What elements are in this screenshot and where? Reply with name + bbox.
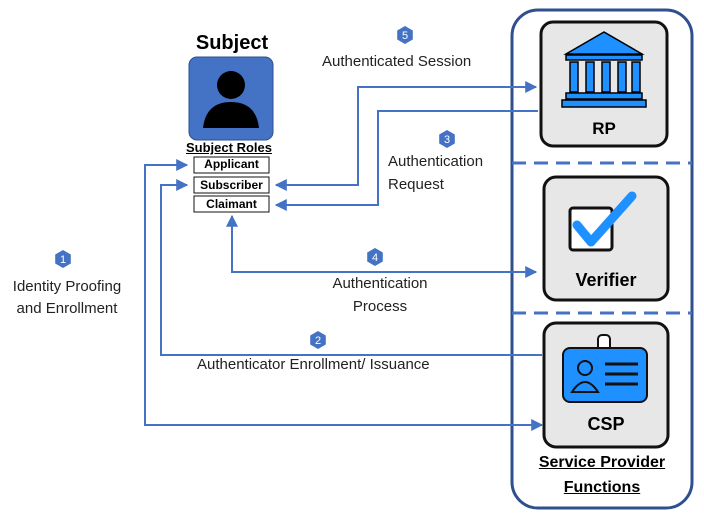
flow-4-label-line1: Authentication [332,275,428,292]
step-badge-4-number: 4 [372,252,378,264]
role-subscriber: Subscriber [200,178,263,192]
step-badge-2 [310,331,326,349]
flow-5-label: Authenticated Session [322,53,472,70]
flow-1-label-line2: and Enrollment [16,300,118,317]
flow-3-label-line1: Authentication [388,153,484,170]
person-icon [203,71,259,128]
bank-icon [561,31,647,108]
subject-avatar [188,56,274,141]
csp-label: CSP [587,414,625,434]
step-badge-5-number: 5 [402,30,408,42]
flow-3-label-line2: Request [388,176,444,193]
rp-label: RP [592,119,616,138]
arrow-authenticated-session [274,81,538,191]
subject-title: Subject [195,32,269,54]
rp-box [539,20,669,148]
checkbox-check-icon [568,191,637,252]
arrow-authenticator-enrollment [160,179,542,356]
arrow-identity-proofing [144,159,544,431]
step-badge-5 [397,26,413,44]
flow-4-label-line2: Process [352,298,408,315]
flow-1-label-line1: Identity Proofing [12,278,122,295]
step-badge-3-number: 3 [444,134,450,146]
service-provider-label-line2: Functions [563,479,641,496]
verifier-label: Verifier [575,270,637,290]
csp-box [542,321,670,449]
subject-roles-title: Subject Roles [186,140,272,155]
step-badge-1 [55,250,71,268]
service-provider-label-line1: Service Provider [538,454,666,471]
step-badge-4 [367,248,383,266]
step-badge-2-number: 2 [315,335,321,347]
step-badge-3 [439,130,455,148]
arrow-authentication-process [226,214,538,278]
role-applicant: Applicant [204,157,259,171]
verifier-box [542,175,670,302]
step-badge-1-number: 1 [60,254,66,266]
flow-2-label: Authenticator Enrollment/ Issuance [197,356,430,373]
id-badge-icon [562,334,648,403]
role-claimant: Claimant [206,197,257,211]
